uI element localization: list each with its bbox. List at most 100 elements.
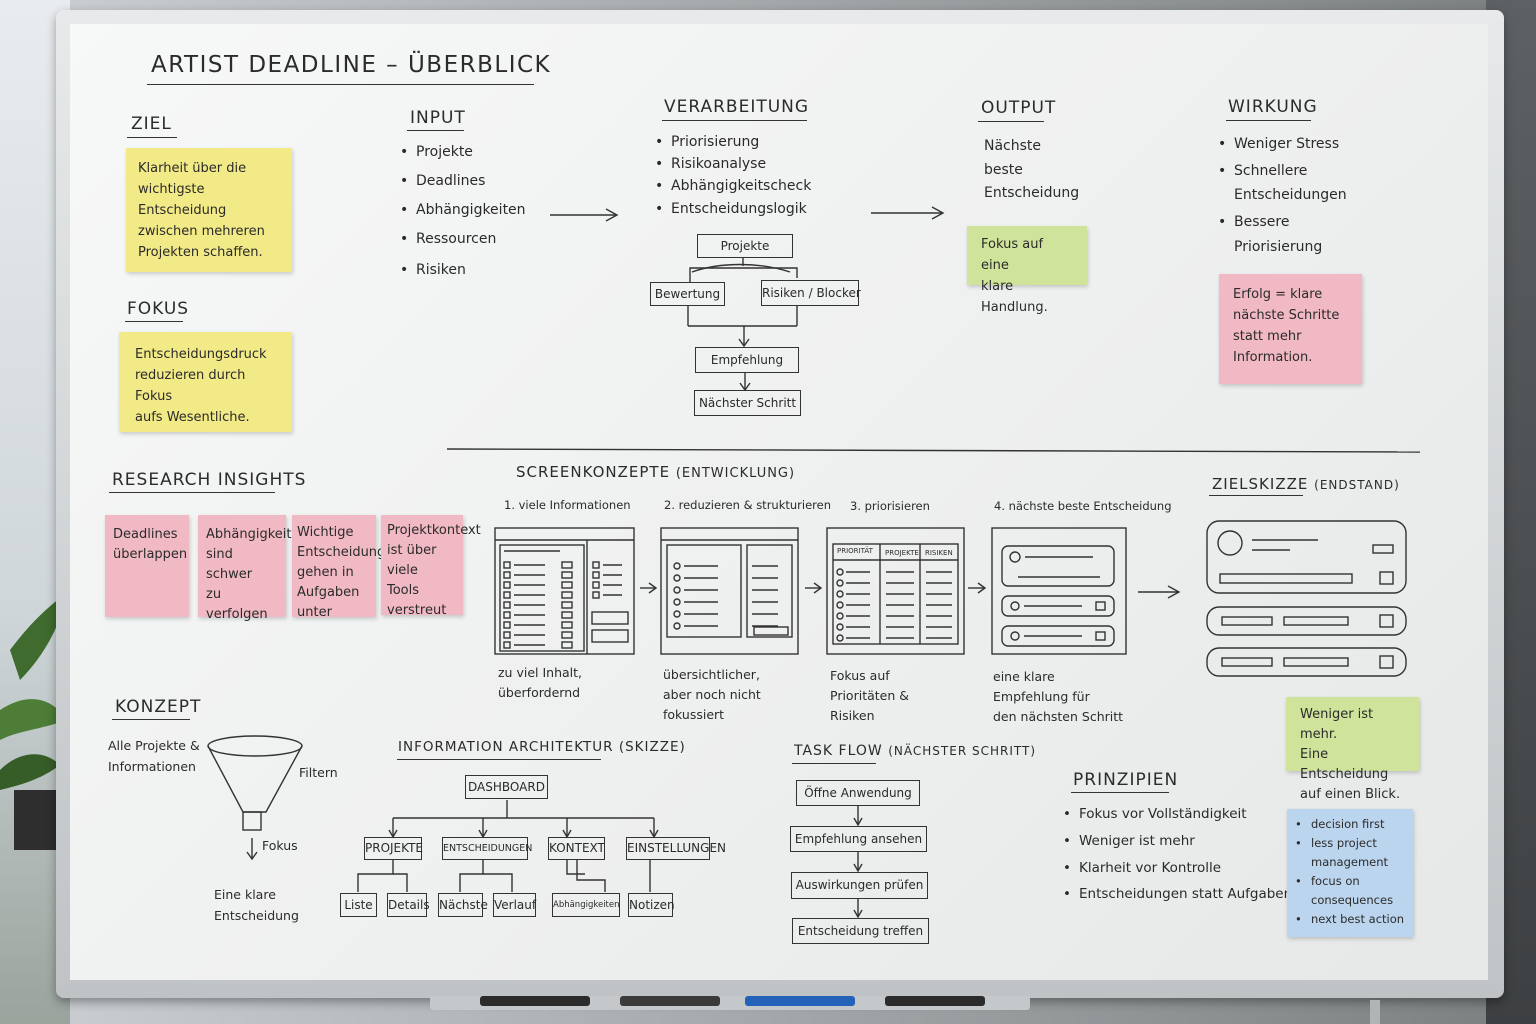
konzept-top-text: Alle Projekte & Informationen (108, 735, 200, 777)
input-item: Abhängigkeiten (400, 202, 526, 231)
wirkung-item: Bessere (1218, 214, 1289, 236)
output-note[interactable]: Fokus auf eine klare Handlung. (967, 226, 1087, 285)
verarbeitung-item: Abhängigkeitscheck (655, 178, 811, 201)
prinzipien-item: Entscheidungen statt Aufgaben (1063, 886, 1292, 912)
wirkung-list-2: Bessere (1218, 214, 1289, 236)
research-note-3[interactable]: Wichtige Entscheidungen gehen in Aufgabe… (292, 515, 376, 617)
prinzipien-item: Weniger ist mehr (1063, 833, 1292, 860)
verarbeitung-item: Risikoanalyse (655, 156, 811, 178)
ia-root-box: DASHBOARD (465, 775, 548, 799)
wirkung-item-cont: Priorisierung (1234, 236, 1322, 258)
fokus-heading: FOKUS (127, 299, 189, 319)
prinzipien-item: Klarheit vor Kontrolle (1063, 860, 1292, 886)
ia-l2-box: Nächste (438, 893, 483, 917)
taskflow-heading-main: TASK FLOW (794, 743, 883, 759)
input-item: Deadlines (400, 173, 526, 202)
ia-l2-box: Abhängigkeiten (552, 893, 620, 917)
screen-step-2-label: 2. reduzieren & strukturieren (664, 498, 831, 512)
input-list: Projekte Deadlines Abhängigkeiten Ressou… (400, 144, 526, 291)
screens-heading: SCREENKONZEPTE (ENTWICKLUNG) (516, 463, 795, 481)
marker-black[interactable] (480, 996, 590, 1006)
taskflow-heading-sub: (NÄCHSTER SCHRITT) (888, 744, 1036, 758)
screen-step-3-caption: Fokus auf Prioritäten & Risiken (830, 666, 909, 726)
research-underline (109, 492, 275, 493)
prinzipien-heading: PRINZIPIEN (1073, 770, 1178, 790)
ziel-heading: ZIEL (131, 114, 172, 134)
prinzipien-note-list: decision first less project management f… (1295, 815, 1405, 929)
konzept-filtern-text: Filtern (299, 765, 338, 780)
ia-l1-box: KONTEXT (548, 837, 605, 860)
research-note-1[interactable]: Deadlines überlappen (105, 515, 189, 617)
flow-bewertung-box: Bewertung (650, 282, 725, 306)
wirkung-note[interactable]: Erfolg = klare nächste Schritte statt me… (1219, 274, 1362, 384)
screen-step-1-caption: zu viel Inhalt, überfordernd (498, 663, 582, 703)
verarbeitung-item: Entscheidungslogik (655, 201, 811, 223)
research-note-2[interactable]: Abhängigkeiten sind schwer zu verfolgen (198, 515, 286, 617)
zielskizze-underline (1209, 495, 1303, 496)
ia-underline (397, 759, 601, 760)
prinzipien-note-item: decision first (1295, 815, 1405, 834)
research-heading: RESEARCH INSIGHTS (112, 470, 306, 490)
zielskizze-heading-main: ZIELSKIZZE (1212, 475, 1308, 493)
prinzipien-note[interactable]: decision first less project management f… (1287, 809, 1413, 937)
ia-l2-box: Notizen (628, 893, 673, 917)
marker-blue[interactable] (745, 996, 855, 1006)
taskflow-step-box: Empfehlung ansehen (790, 826, 927, 852)
screen-step-3-label: 3. priorisieren (850, 499, 930, 513)
taskflow-step-box: Auswirkungen prüfen (791, 872, 928, 899)
zielskizze-heading-sub: (ENDSTAND) (1314, 478, 1400, 492)
screen3-col-prioritaet: PRIORITÄT (837, 547, 873, 555)
verarbeitung-list: Priorisierung Risikoanalyse Abhängigkeit… (655, 134, 811, 223)
prinzipien-underline (1071, 792, 1169, 793)
verarbeitung-heading: VERARBEITUNG (664, 97, 809, 117)
taskflow-heading: TASK FLOW (NÄCHSTER SCHRITT) (794, 743, 1036, 759)
board-title: ARTIST DEADLINE – ÜBERBLICK (151, 52, 551, 78)
screen3-col-risiken: RISIKEN (925, 549, 953, 557)
prinzipien-list: Fokus vor Vollständigkeit Weniger ist me… (1063, 806, 1292, 912)
ia-heading: INFORMATION ARCHITEKTUR (SKIZZE) (398, 739, 686, 755)
wirkung-item: Weniger Stress (1218, 136, 1339, 163)
research-note-4[interactable]: Projektkontext ist über viele Tools vers… (381, 515, 463, 615)
zielskizze-note[interactable]: Weniger ist mehr. Eine Entscheidung auf … (1286, 697, 1419, 771)
ziel-note[interactable]: Klarheit über die wichtigste Entscheidun… (126, 148, 292, 272)
wirkung-item: Schnellere (1218, 163, 1339, 185)
ia-l1-box: EINSTELLUNGEN (626, 837, 710, 860)
screen-step-4-caption: eine klare Empfehlung für den nächsten S… (993, 667, 1123, 727)
marker-gray[interactable] (620, 996, 720, 1006)
input-heading: INPUT (410, 108, 466, 128)
flow-empfehlung-box: Empfehlung (695, 347, 799, 373)
verarbeitung-underline (662, 120, 807, 121)
input-item: Projekte (400, 144, 526, 173)
prinzipien-note-item: less project management (1295, 834, 1405, 872)
ia-l1-box: ENTSCHEIDUNGEN (442, 837, 528, 860)
flow-projekte-box: Projekte (697, 234, 793, 258)
marker-dark[interactable] (885, 996, 985, 1006)
taskflow-step-box: Entscheidung treffen (792, 918, 929, 944)
verarbeitung-item: Priorisierung (655, 134, 811, 156)
input-item: Ressourcen (400, 231, 526, 262)
screen-step-4-label: 4. nächste beste Entscheidung (994, 499, 1172, 513)
taskflow-underline (792, 763, 876, 764)
ia-heading-main: INFORMATION ARCHITEKTUR (398, 739, 614, 755)
input-underline (407, 130, 464, 131)
prinzipien-note-item: focus on consequences (1295, 872, 1405, 910)
input-item: Risiken (400, 262, 526, 291)
screens-heading-sub: (ENTWICKLUNG) (676, 466, 795, 481)
ia-heading-sub: (SKIZZE) (619, 739, 686, 755)
zielskizze-heading: ZIELSKIZZE (ENDSTAND) (1212, 475, 1400, 493)
output-text-1: Nächste (984, 135, 1041, 157)
fokus-note[interactable]: Entscheidungsdruck reduzieren durch Foku… (119, 332, 292, 432)
ziel-underline (127, 137, 177, 138)
screen3-col-projekte: PROJEKTE (885, 549, 919, 557)
screen-step-1-label: 1. viele Informationen (504, 498, 631, 512)
fokus-underline (125, 321, 183, 322)
screens-heading-main: SCREENKONZEPTE (516, 463, 670, 481)
taskflow-step-box: Öffne Anwendung (796, 780, 920, 806)
flow-naechster-schritt-box: Nächster Schritt (694, 390, 801, 416)
output-heading: OUTPUT (981, 98, 1056, 118)
wirkung-list: Weniger Stress Schnellere (1218, 136, 1339, 185)
konzept-fokus-text: Fokus (262, 838, 298, 853)
konzept-heading: KONZEPT (115, 697, 201, 717)
ia-l1-box: PROJEKTE (364, 837, 422, 860)
output-text-2: beste (984, 159, 1023, 181)
